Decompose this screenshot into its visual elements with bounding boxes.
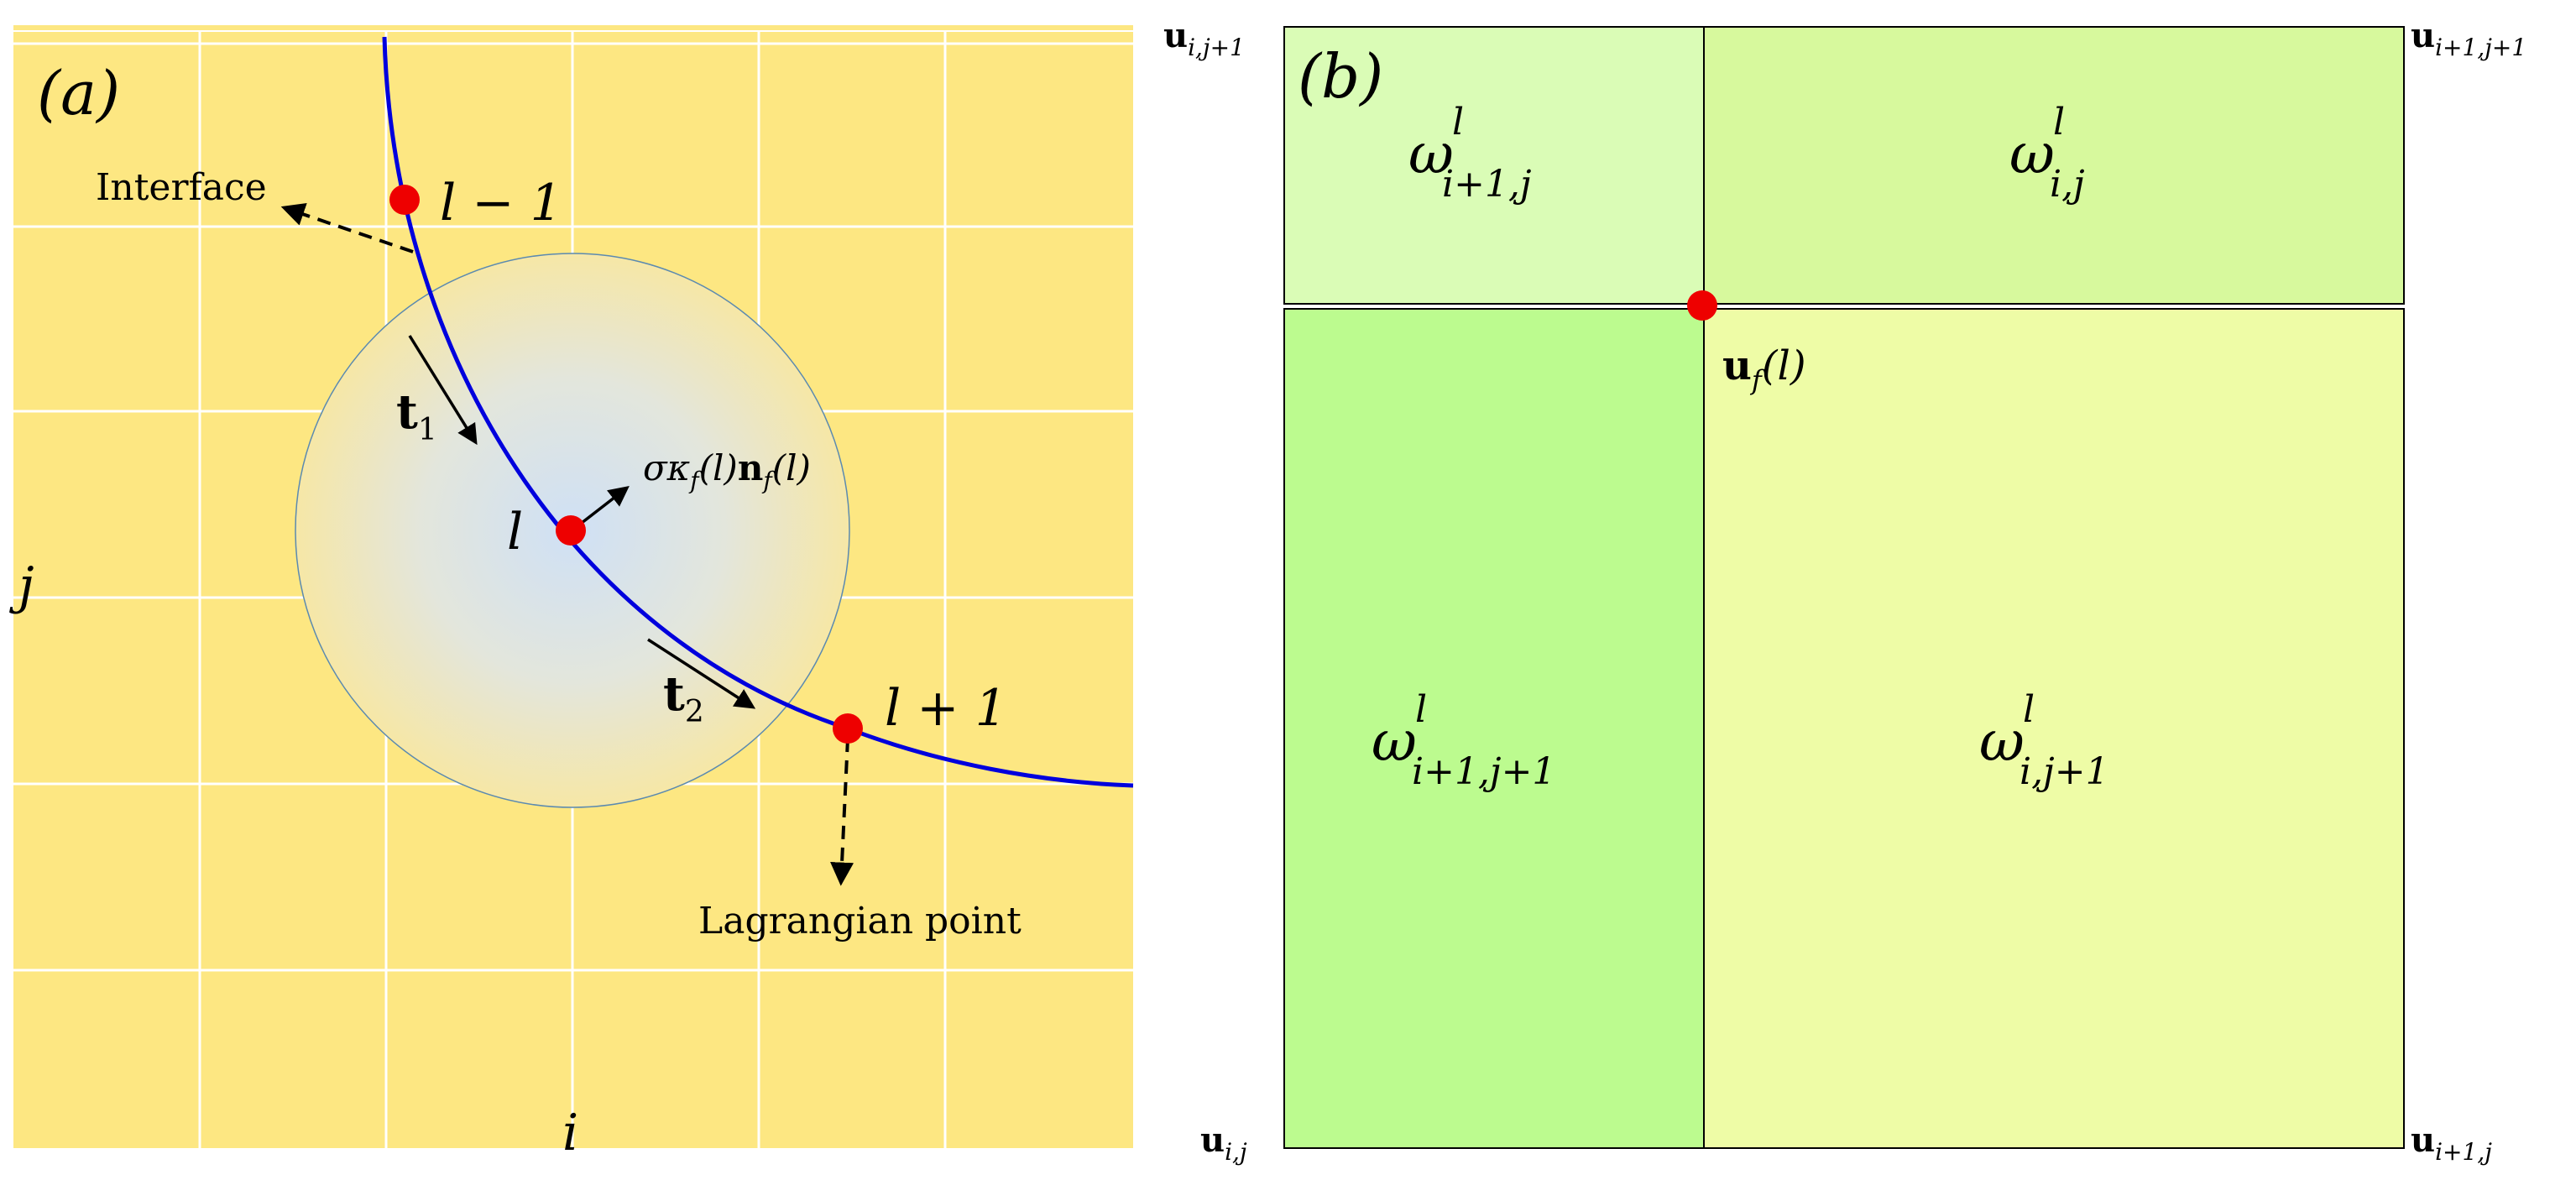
cell-weight-label: ω l i,j [2009, 101, 2085, 206]
lagrangian-point-label: Lagrangian point [698, 900, 1022, 942]
cell-top-left [1283, 26, 1705, 305]
force-label: σκf(l)nf(l) [643, 447, 811, 494]
svg-text:l: l [1415, 688, 1427, 731]
panel-a-top-strip [13, 25, 1133, 30]
cell-weight-label: ω l i+1,j [1408, 101, 1532, 206]
svg-text:ω: ω [1372, 709, 1417, 774]
cell-top-right [1703, 26, 2405, 305]
interface-curve [382, 36, 1134, 788]
tangent-1-label: t1 [396, 384, 437, 447]
interface-pointer-arrow [280, 203, 414, 253]
force-point-label: uf(l) [1722, 342, 1806, 396]
lagrangian-pointer-arrow [830, 738, 854, 886]
axis-j-label: j [9, 556, 34, 615]
svg-text:i,j+1: i,j+1 [2020, 750, 2109, 793]
corner-top-left-label: ui,j+1 [1163, 16, 1245, 61]
svg-text:ω: ω [2009, 122, 2055, 186]
corner-bottom-left-label: ui,j [1200, 1120, 1247, 1166]
panel-b-label: (b) [1298, 41, 1383, 112]
label-l: l [507, 503, 523, 561]
corner-bottom-right-label: ui+1,j [2411, 1120, 2492, 1166]
interface-label: Interface [96, 166, 267, 209]
point-l-minus-1 [389, 185, 420, 215]
tangent-1-arrow [408, 335, 478, 446]
tangent-2-label: t2 [663, 666, 704, 729]
svg-text:l: l [2053, 101, 2065, 144]
cell-bottom-right [1703, 308, 2405, 1149]
svg-text:ω: ω [1408, 122, 1454, 186]
axis-i-label: i [562, 1104, 578, 1162]
panel-a: (a) Interface Lagrangian point l − 1 l l… [9, 25, 1134, 1162]
corner-top-right-label: ui+1,j+1 [2411, 16, 2526, 61]
svg-text:ω: ω [1979, 709, 2025, 774]
svg-text:i+1,j+1: i+1,j+1 [1412, 750, 1555, 793]
svg-text:l: l [2023, 688, 2035, 731]
svg-text:i+1,j: i+1,j [1442, 163, 1532, 206]
panel-b: (b) ui,j+1 ui+1,j+1 ui,j ui+1,j uf(l) ω … [1163, 16, 2526, 1166]
svg-text:l: l [1452, 101, 1464, 144]
cell-weight-label: ω l i+1,j+1 [1372, 688, 1555, 793]
cell-weight-label: ω l i,j+1 [1979, 688, 2109, 793]
label-l-minus-1: l − 1 [440, 174, 562, 232]
svg-text:i,j: i,j [2050, 163, 2085, 206]
label-l-plus-1: l + 1 [885, 679, 1007, 738]
cell-bottom-left [1283, 308, 1705, 1149]
point-l [556, 515, 586, 546]
panel-a-label: (a) [37, 58, 120, 128]
force-point [1687, 290, 1717, 321]
tangent-2-arrow [647, 638, 756, 709]
point-l-plus-1 [833, 713, 863, 744]
